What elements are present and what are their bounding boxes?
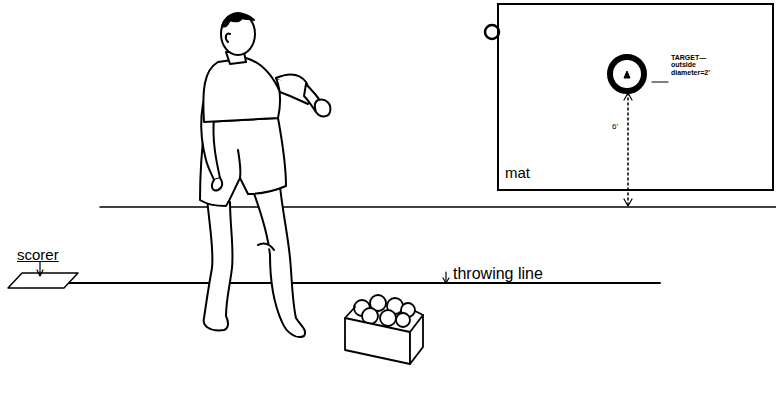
height-line	[627, 93, 629, 205]
mat-area: mat TARGET— outside diameter=2'	[497, 3, 774, 191]
dimension-label: 6'	[612, 122, 618, 131]
leader-line	[652, 82, 668, 83]
target-mark	[624, 71, 630, 78]
scorer-label: scorer	[17, 246, 59, 263]
pointer-arrow	[39, 262, 40, 275]
node-text: mat	[505, 165, 565, 181]
arrow-head	[624, 199, 632, 206]
boy-figure	[200, 13, 330, 337]
scorer-sheet	[8, 273, 78, 288]
throwing-line	[40, 282, 660, 284]
node-text: TARGET— outside diameter=2'	[671, 54, 727, 76]
arrow-head	[624, 93, 632, 100]
target-ring: TARGET— outside diameter=2'	[601, 50, 741, 102]
arrow-head	[443, 278, 449, 283]
pointer-arrow	[445, 272, 446, 282]
target-ring-shape	[610, 57, 644, 91]
floor-line	[100, 206, 776, 208]
arrow-head	[37, 270, 43, 276]
throwing-line-label: throwing line	[453, 265, 543, 283]
ball-basket	[345, 295, 423, 364]
